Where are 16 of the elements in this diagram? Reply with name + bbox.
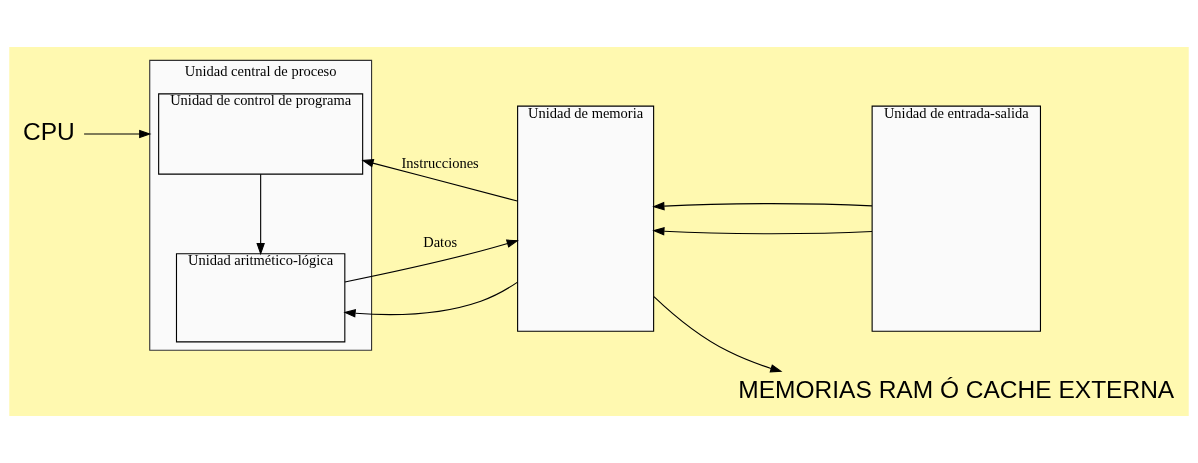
node-text: MEMORIAS RAM Ó CACHE EXTERNA (738, 375, 1175, 403)
arrow (343, 281, 519, 318)
edge-label: Datos (423, 234, 458, 250)
arrow (652, 226, 873, 236)
node-box: Unidad de memoria (517, 105, 655, 332)
edge-label: Instrucciones (401, 154, 479, 171)
arrow (653, 296, 783, 373)
arrow (83, 129, 152, 139)
arrow (256, 173, 265, 256)
node-box: Unidad aritmético-lógica (175, 253, 346, 343)
arrow (652, 201, 873, 211)
node-box: Unidad de entrada-salida (871, 105, 1041, 332)
arrow (344, 239, 519, 283)
node-box: Unidad de control de programa (158, 93, 364, 175)
node-text: CPU (22, 118, 75, 146)
arrow (361, 159, 518, 202)
